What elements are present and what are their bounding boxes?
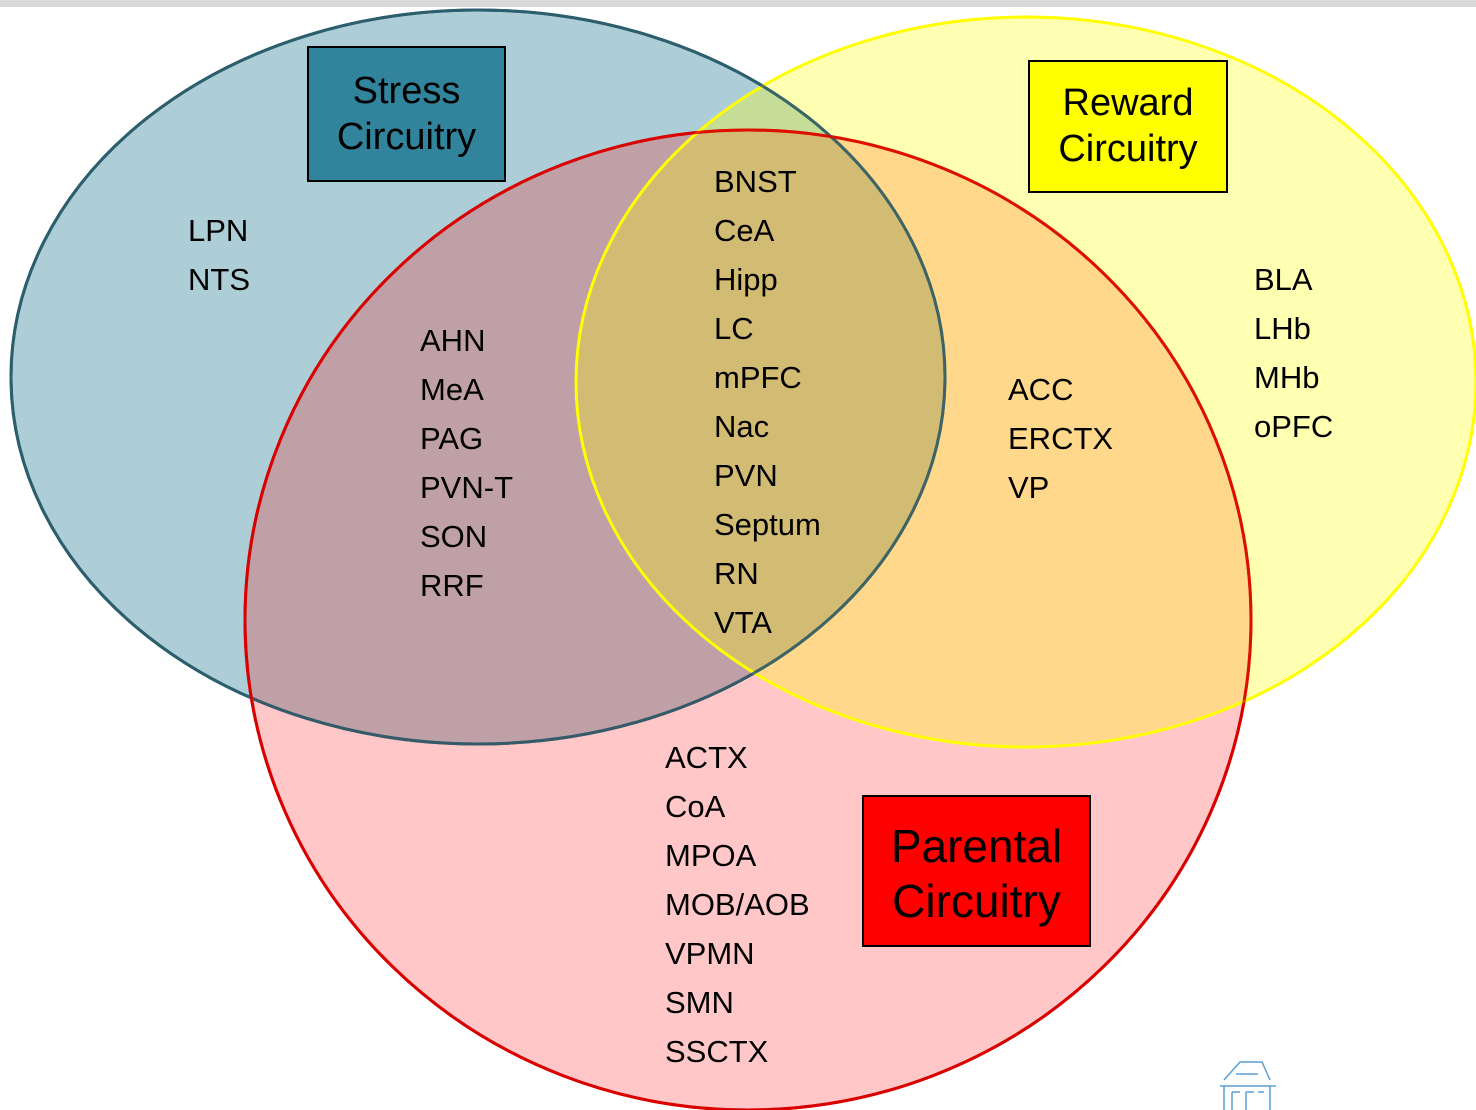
- region-label: PAG: [420, 421, 484, 456]
- reward-only-regions: BLA LHb MHb oPFC: [1254, 255, 1333, 451]
- region-label: ERCTX: [1008, 421, 1114, 456]
- building-logo-icon: [1220, 1061, 1276, 1110]
- region-label: MeA: [420, 372, 484, 407]
- all-three-regions: BNST CeA Hipp LC mPFC Nac PVN Septum RN …: [714, 157, 821, 647]
- region-label: AHN: [420, 323, 486, 358]
- region-label: VPMN: [665, 936, 755, 971]
- stress-title-line2: Circuitry: [336, 116, 477, 158]
- region-label: SMN: [665, 985, 734, 1020]
- region-label: LC: [714, 311, 754, 346]
- reward-circle: [574, 15, 1476, 749]
- region-label: ACTX: [665, 740, 748, 775]
- region-label: oPFC: [1254, 409, 1334, 444]
- reward-parental-regions: ACC ERCTX VP: [1008, 365, 1113, 512]
- region-label: MHb: [1254, 360, 1320, 395]
- parental-only-regions: ACTX CoA MPOA MOB/AOB VPMN SMN SSCTX: [665, 733, 810, 1076]
- stress-parental-regions: AHN MeA PAG PVN-T SON RRF: [420, 316, 513, 610]
- region-label: mPFC: [714, 360, 802, 395]
- stress-circuitry-title: Stress Circuitry: [307, 46, 506, 182]
- region-label: SON: [420, 519, 488, 554]
- region-label: Hipp: [714, 262, 778, 297]
- region-label: CoA: [665, 789, 726, 824]
- region-label: PVN: [714, 458, 778, 493]
- reward-title-line2: Circuitry: [1058, 128, 1198, 170]
- region-label: LHb: [1254, 311, 1311, 346]
- region-label: PVN-T: [420, 470, 513, 505]
- parental-circuitry-title: Parental Circuitry: [862, 795, 1091, 947]
- parental-circle-outline: [243, 128, 1253, 1110]
- reward-circuitry-title: Reward Circuitry: [1028, 60, 1228, 193]
- region-label: VTA: [714, 605, 772, 640]
- region-label: SSCTX: [665, 1034, 769, 1069]
- region-label: MOB/AOB: [665, 887, 810, 922]
- top-strip: [0, 0, 1476, 7]
- region-label: RN: [714, 556, 759, 591]
- region-label: Septum: [714, 507, 821, 542]
- parental-title-line2: Circuitry: [892, 875, 1061, 927]
- region-label: CeA: [714, 213, 775, 248]
- region-label: BNST: [714, 164, 797, 199]
- reward-title-line1: Reward: [1062, 82, 1194, 124]
- region-label: VP: [1008, 470, 1050, 505]
- region-label: ACC: [1008, 372, 1074, 407]
- region-label: BLA: [1254, 262, 1313, 297]
- parental-title-line1: Parental: [890, 820, 1063, 872]
- stress-circle-outline: [9, 8, 947, 746]
- region-label: LPN: [188, 213, 249, 248]
- region-label: RRF: [420, 568, 484, 603]
- region-label: NTS: [188, 262, 250, 297]
- stress-title-line1: Stress: [352, 70, 461, 112]
- stress-only-regions: LPN NTS: [188, 206, 250, 304]
- region-label: MPOA: [665, 838, 757, 873]
- region-label: Nac: [714, 409, 770, 444]
